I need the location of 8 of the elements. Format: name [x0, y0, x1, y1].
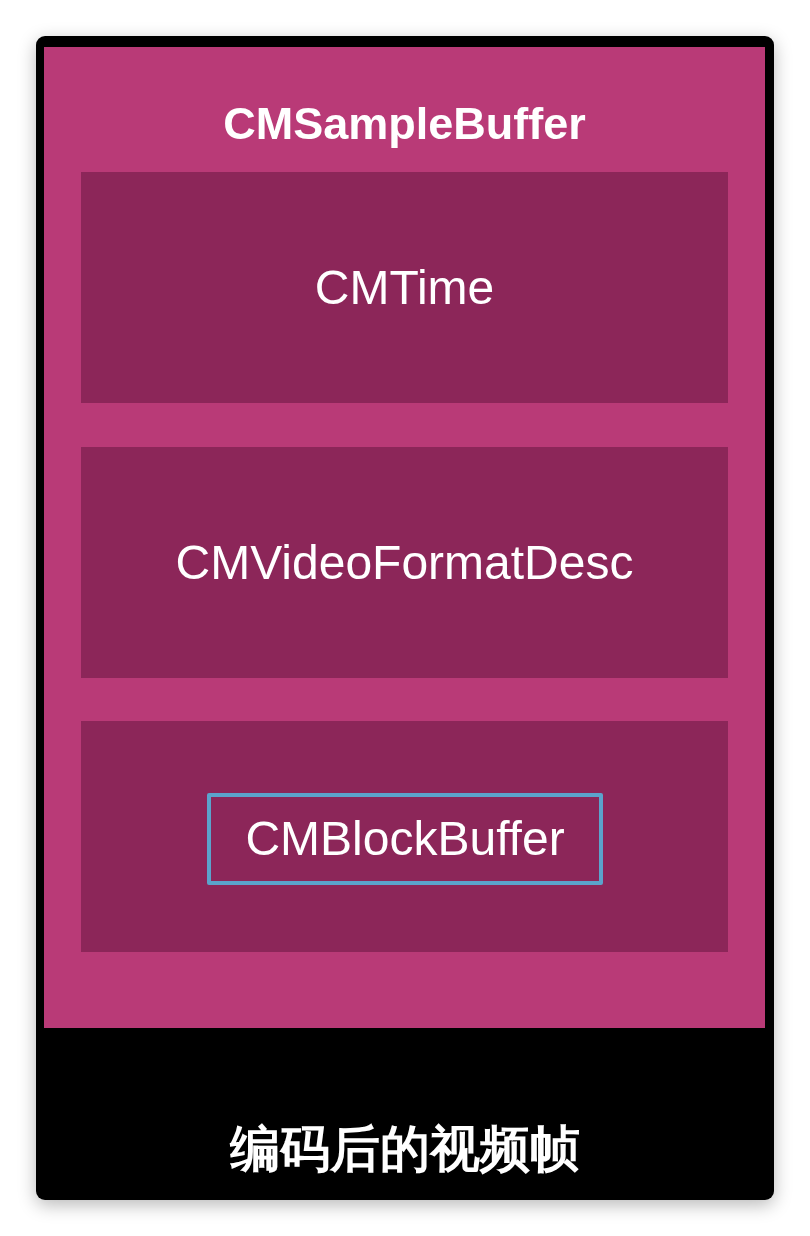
container-title: CMSampleBuffer — [222, 99, 587, 149]
frame-panel — [36, 36, 774, 1200]
container-box — [44, 47, 765, 1028]
nested-box: CMBlockBuffer — [207, 793, 603, 885]
frame-label: 编码后的视频帧 — [228, 1119, 581, 1179]
field-box — [81, 721, 728, 952]
field-box: CMTime — [81, 172, 728, 403]
field-box: CMVideoFormatDesc — [81, 447, 728, 678]
